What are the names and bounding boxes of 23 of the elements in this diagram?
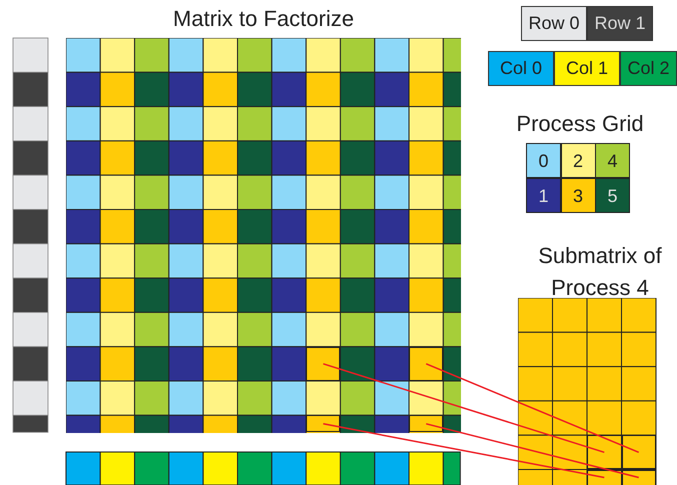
process-cell: 4 [595,143,630,178]
process-cell: 2 [560,143,596,178]
leader-line [426,423,639,478]
process-cell: 1 [526,178,561,212]
leader-line [323,423,604,478]
legend-label: Col 0 [500,58,542,79]
legend-label: Row 0 [528,13,580,34]
leader-line [426,363,640,454]
legend-label: Col 2 [627,58,670,79]
legend-label: Col 1 [566,58,608,79]
section-heading: Process Grid [515,110,645,138]
matrix-cell [409,415,444,432]
process-cell: 5 [595,178,630,212]
process-cell: 3 [560,178,596,212]
matrix-cell [306,346,340,381]
title: Matrix to Factorize [172,5,355,33]
leader-line [323,363,604,454]
legend-label: Row 1 [594,13,646,34]
matrix-cell [409,346,444,381]
section-heading: Submatrix of Process 4 [537,242,663,302]
matrix-cell [306,415,340,432]
process-cell: 0 [526,143,561,178]
submatrix-cell [587,435,622,470]
